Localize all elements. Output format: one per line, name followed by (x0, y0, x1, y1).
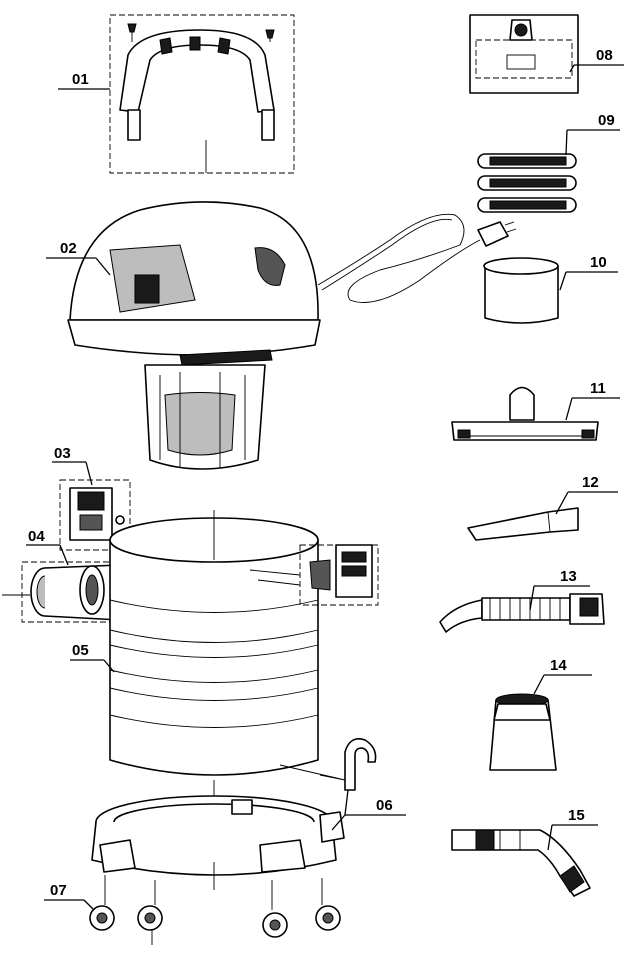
label-04: 04 (28, 528, 45, 545)
label-06: 06 (376, 797, 393, 814)
hose-hook-part (279, 738, 377, 791)
motor-head-part (67, 201, 517, 470)
label-02: 02 (60, 240, 77, 257)
suction-hose-part (439, 593, 605, 633)
dirt-bag-part (489, 693, 557, 771)
tank-part (109, 510, 379, 800)
base-part (91, 795, 345, 890)
extension-tubes-part (477, 153, 577, 213)
callout-01: 01 (58, 71, 110, 90)
filter-holder-part (469, 14, 579, 94)
callout-08: 08 (569, 47, 624, 73)
label-10: 10 (590, 254, 607, 271)
cartridge-filter-part (483, 257, 559, 324)
callout-12: 12 (555, 474, 618, 515)
crevice-nozzle-part (467, 507, 579, 541)
label-12: 12 (582, 474, 599, 491)
callout-13: 13 (529, 568, 590, 611)
callout-11: 11 (565, 380, 620, 421)
callout-05: 05 (70, 642, 115, 673)
castor-part (89, 875, 341, 945)
handle-part (109, 14, 295, 174)
label-03: 03 (54, 445, 71, 462)
callout-09: 09 (565, 112, 620, 156)
label-13: 13 (560, 568, 577, 585)
label-05: 05 (72, 642, 89, 659)
callout-15: 15 (547, 807, 598, 851)
callout-14: 14 (533, 657, 592, 695)
label-01: 01 (72, 71, 89, 88)
callout-04: 04 (26, 528, 69, 566)
callout-03: 03 (52, 445, 93, 486)
label-15: 15 (568, 807, 585, 824)
label-14: 14 (550, 657, 567, 674)
label-08: 08 (596, 47, 613, 64)
floor-nozzle-part (451, 386, 599, 441)
label-07: 07 (50, 882, 67, 899)
callout-06: 06 (331, 789, 406, 831)
callout-07: 07 (44, 882, 95, 911)
adapter-part (451, 829, 591, 897)
label-09: 09 (598, 112, 615, 129)
label-11: 11 (590, 380, 606, 397)
callout-10: 10 (559, 254, 618, 291)
callout-02: 02 (46, 240, 111, 276)
